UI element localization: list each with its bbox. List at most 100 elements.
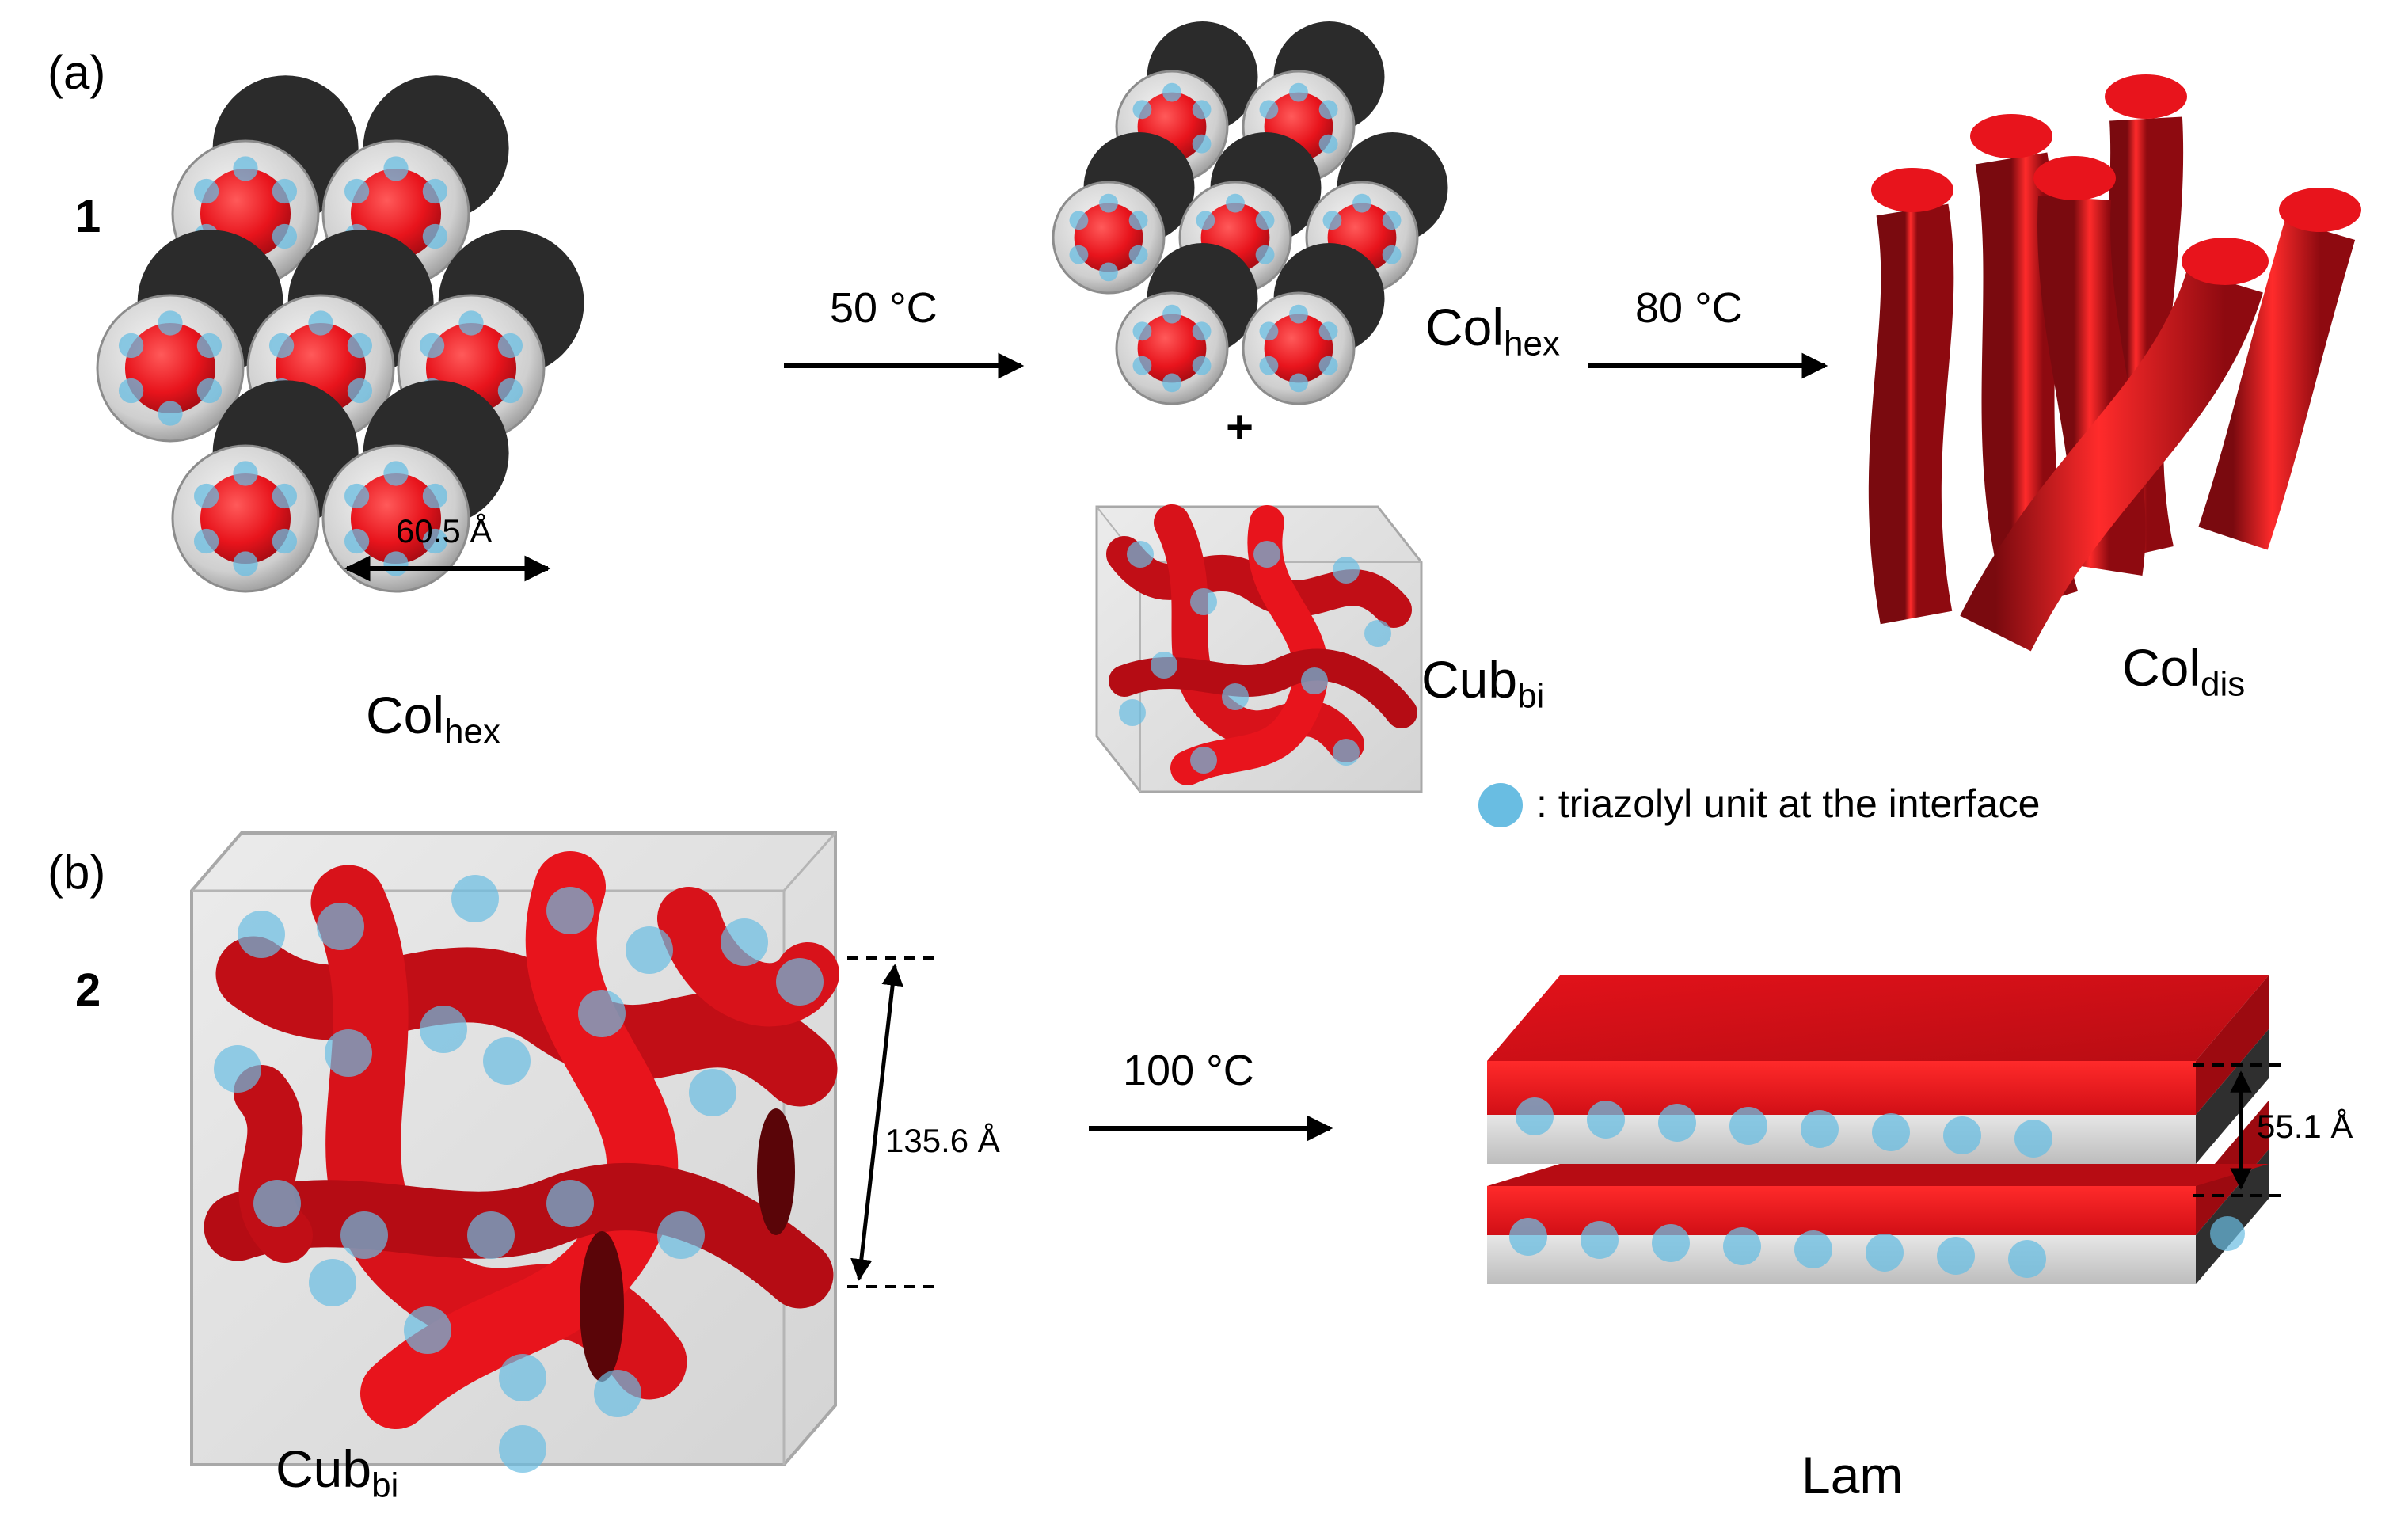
triazolyl-dot — [1289, 82, 1308, 102]
triazolyl-dot — [1190, 588, 1217, 615]
triazolyl-dot — [1259, 321, 1279, 341]
triazolyl-dot — [383, 461, 409, 486]
temperature-label-80: 80 °C — [1635, 284, 1743, 332]
dimension-arrow-lam — [2193, 1063, 2281, 1197]
triazolyl-dot — [1516, 1097, 1554, 1135]
triazolyl-dot — [233, 461, 258, 486]
triazolyl-dot — [1259, 100, 1279, 120]
triazolyl-dot — [1866, 1234, 1904, 1272]
panel-label-a: (a) — [48, 46, 106, 99]
triazolyl-dot — [1587, 1101, 1625, 1139]
dimension-arrow-cub — [847, 956, 942, 1288]
triazolyl-dot — [1352, 193, 1371, 213]
triazolyl-dot — [1581, 1221, 1619, 1259]
triazolyl-dot — [233, 551, 258, 576]
triazolyl-dot — [272, 528, 298, 554]
triazolyl-dot — [546, 1180, 594, 1227]
triazolyl-dot — [193, 483, 219, 509]
column — [1052, 132, 1195, 295]
triazolyl-dot — [422, 178, 448, 204]
triazolyl-dot — [404, 1306, 451, 1354]
triazolyl-dot — [344, 528, 370, 554]
triazolyl-dot — [1162, 373, 1181, 393]
phase-label-colhex-mid: Colhex — [1425, 298, 1560, 363]
triazolyl-dot — [1192, 134, 1212, 154]
triazolyl-dot — [272, 223, 298, 249]
phase-label-cubbi-b: Cubbi — [276, 1439, 399, 1505]
triazolyl-dot — [196, 333, 223, 359]
triazolyl-dot — [1364, 620, 1391, 647]
phase-label-colhex-left: Colhex — [366, 686, 500, 751]
legend-dot-icon — [1478, 783, 1523, 827]
triazolyl-dot — [325, 1029, 372, 1077]
triazolyl-dot — [626, 926, 673, 974]
triazolyl-dot — [483, 1037, 531, 1085]
lam-mid-face — [1487, 1164, 2269, 1186]
triazolyl-dot — [1192, 356, 1212, 375]
triazolyl-dot — [1318, 134, 1338, 154]
triazolyl-dot — [657, 1211, 705, 1259]
lam-stack — [1487, 975, 2269, 1284]
triazolyl-dot — [1128, 245, 1148, 264]
triazolyl-dot — [458, 310, 484, 336]
column — [171, 380, 359, 593]
triazolyl-dot — [1794, 1230, 1832, 1268]
triazolyl-dot — [158, 401, 183, 426]
triazolyl-dot — [1872, 1113, 1910, 1151]
triazolyl-dot — [1382, 245, 1402, 264]
triazolyl-dot — [2210, 1216, 2245, 1251]
legend-text: : triazolyl unit at the interface — [1536, 781, 2041, 826]
triazolyl-dot — [272, 483, 298, 509]
triazolyl-dot — [1723, 1227, 1761, 1265]
triazolyl-dot — [1289, 304, 1308, 324]
phase-label-lam: Lam — [1801, 1446, 1904, 1504]
triazolyl-dot — [193, 528, 219, 554]
triazolyl-dot — [214, 1045, 261, 1093]
triazolyl-dot — [238, 911, 285, 958]
triazolyl-dot — [1132, 356, 1152, 375]
triazolyl-dot — [309, 1259, 356, 1306]
triazolyl-dot — [1301, 667, 1328, 694]
triazolyl-dot — [1255, 211, 1275, 230]
triazolyl-dot — [1333, 557, 1360, 584]
triazolyl-dot — [1069, 211, 1089, 230]
triazolyl-dot — [383, 156, 409, 181]
triazolyl-dot — [1658, 1104, 1696, 1142]
triazolyl-dot — [1151, 652, 1177, 679]
cub-small — [1095, 504, 1423, 793]
triazolyl-dot — [1509, 1218, 1547, 1256]
triazolyl-dot — [118, 378, 144, 404]
triazolyl-dot — [497, 378, 523, 404]
dimension-label-lam: 55.1 Å — [2257, 1108, 2353, 1145]
triazolyl-dot — [776, 958, 824, 1006]
triazolyl-dot — [1099, 193, 1118, 213]
triazolyl-dot — [1943, 1116, 1981, 1154]
triazolyl-dot — [1128, 211, 1148, 230]
triazolyl-dot — [422, 223, 448, 249]
triazolyl-dot — [1318, 356, 1338, 375]
compound-label-2: 2 — [75, 964, 101, 1016]
triazolyl-dot — [2008, 1240, 2046, 1278]
triazolyl-dot — [578, 990, 626, 1037]
column — [96, 230, 283, 443]
triazolyl-dot — [1318, 321, 1338, 341]
triazolyl-dot — [499, 1425, 546, 1473]
triazolyl-dot — [546, 887, 594, 934]
triazolyl-dot — [1222, 683, 1249, 710]
triazolyl-dot — [1132, 321, 1152, 341]
triazolyl-dot — [1318, 100, 1338, 120]
triazolyl-dot — [193, 178, 219, 204]
triazolyl-dot — [467, 1211, 515, 1259]
triazolyl-dot — [1127, 541, 1154, 568]
phase-label-cubbi-mid: Cubbi — [1421, 650, 1545, 716]
triazolyl-dot — [1132, 100, 1152, 120]
colhex-columns-small — [1052, 21, 1448, 405]
triazolyl-dot — [233, 156, 258, 181]
triazolyl-dot — [2014, 1120, 2052, 1158]
dimension-label-col: 60.5 Å — [396, 512, 493, 549]
triazolyl-dot — [594, 1370, 641, 1417]
triazolyl-dot — [1729, 1107, 1767, 1145]
triazolyl-dot — [420, 1006, 467, 1053]
triazolyl-dot — [1196, 211, 1215, 230]
